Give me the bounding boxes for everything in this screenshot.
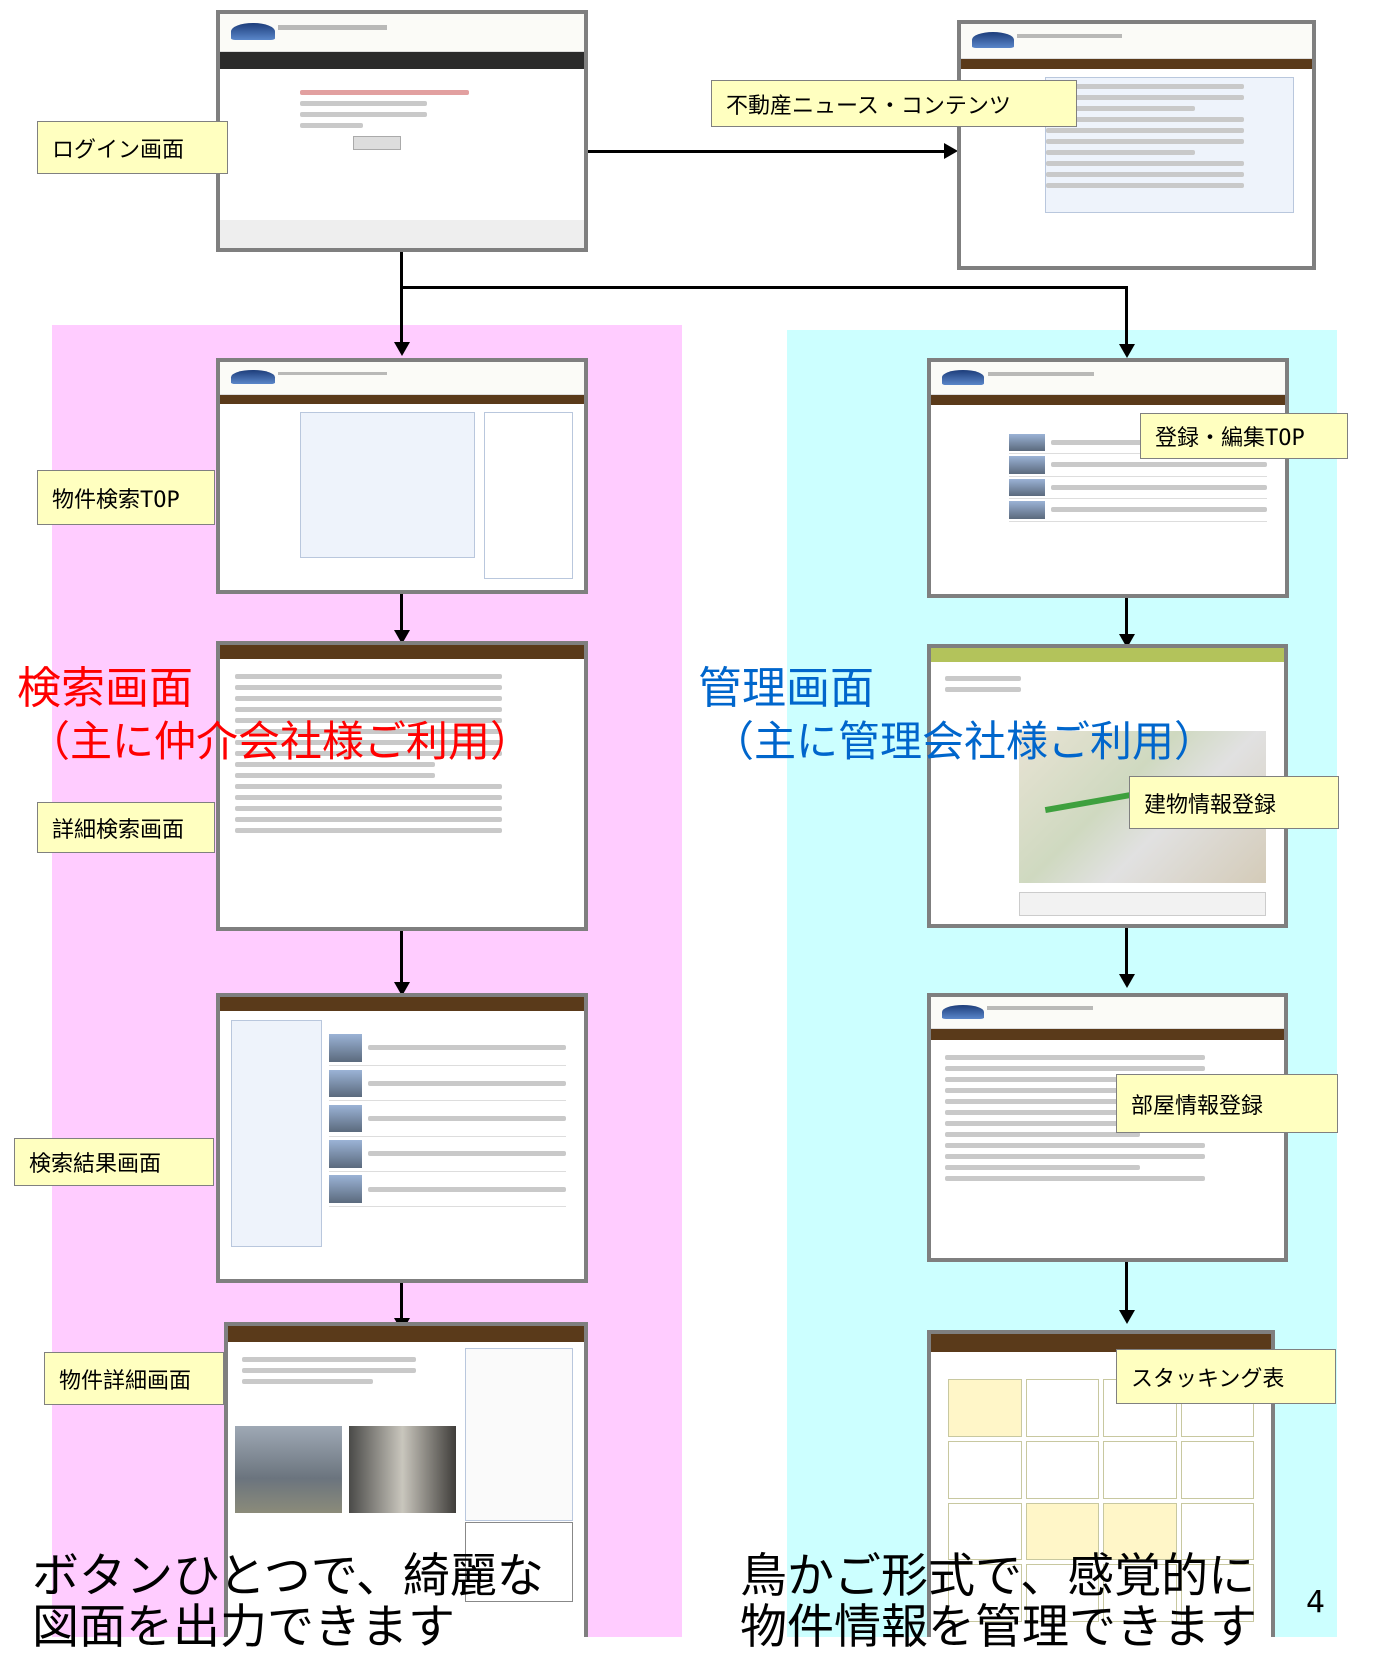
branch-right-arrowhead: [1119, 344, 1135, 358]
detail-search-screenshot: [216, 641, 588, 931]
room-reg-screenshot: [927, 993, 1288, 1262]
admin-caption-line1: 鳥かご形式で、感覚的に: [740, 1549, 1256, 1604]
admin-panel-title: 管理画面: [698, 663, 874, 714]
label-building-reg: 建物情報登録: [1129, 776, 1339, 829]
admin-arrowhead-2: [1119, 974, 1135, 988]
search-caption-line1: ボタンひとつで、綺麗な: [32, 1549, 544, 1604]
login-to-news-line: [586, 150, 946, 153]
label-results: 検索結果画面: [14, 1138, 214, 1186]
admin-caption-line2: 物件情報を管理できます: [740, 1600, 1257, 1655]
label-property-detail: 物件詳細画面: [44, 1352, 224, 1405]
login-screenshot: [216, 10, 588, 252]
admin-arrowhead-3: [1119, 1310, 1135, 1324]
admin-arrow-3: [1125, 1262, 1128, 1314]
login-down-arrowhead: [394, 342, 410, 356]
edit-top-screenshot: [927, 358, 1289, 598]
login-down-line: [400, 252, 403, 342]
search-arrowhead-1: [394, 630, 410, 644]
results-screenshot: [216, 993, 588, 1283]
building-photo: [235, 1425, 342, 1513]
admin-arrow-1: [1125, 598, 1128, 636]
search-arrowhead-2: [394, 982, 410, 996]
property-detail-screenshot: [224, 1322, 588, 1637]
admin-panel-subtitle: （主に管理会社様ご利用）: [712, 717, 1217, 766]
label-stacking: スタッキング表: [1116, 1349, 1336, 1404]
label-search-top: 物件検索TOP: [37, 470, 215, 525]
label-login: ログイン画面: [37, 121, 228, 174]
room-photo: [349, 1425, 456, 1513]
login-to-news-arrowhead: [944, 143, 958, 159]
label-news: 不動産ニュース・コンテンツ: [711, 80, 1077, 127]
search-panel-subtitle: （主に仲介会社様ご利用）: [28, 717, 533, 766]
label-edit-top: 登録・編集TOP: [1140, 413, 1348, 459]
label-detail-search: 詳細検索画面: [37, 802, 215, 853]
news-screenshot: [957, 20, 1316, 270]
search-arrow-2: [400, 928, 403, 984]
search-caption-line2: 図面を出力できます: [32, 1600, 455, 1655]
search-arrow-3: [400, 1283, 403, 1321]
search-top-screenshot: [216, 358, 588, 594]
admin-arrow-2: [1125, 926, 1128, 976]
page-number: 4: [1306, 1585, 1326, 1620]
search-arrow-1: [400, 592, 403, 630]
branch-right-line: [1125, 286, 1128, 344]
branch-line: [400, 286, 1128, 289]
label-room-reg: 部屋情報登録: [1116, 1074, 1338, 1133]
search-panel-title: 検索画面: [17, 663, 193, 714]
